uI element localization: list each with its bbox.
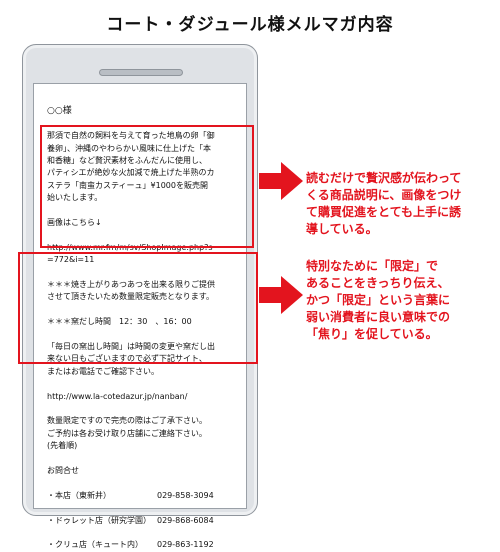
body-line: パティシエが絶妙な火加減で焼上げた半熟のカ <box>47 168 215 178</box>
shop-row: ・クリュ店（キュート内） 029-863-1192 <box>47 539 239 551</box>
body-line: 始いたします。 <box>47 193 103 203</box>
page-title: コート・ダジュール様メルマガ内容 <box>106 15 394 35</box>
limited-line: させて頂きたいため数量限定販売となります。 <box>47 292 214 302</box>
annotation-line: 特別なために「限定」で <box>306 259 439 273</box>
shop-row: ・ドゥレット店（研究学園） 029-868-6084 <box>47 515 239 527</box>
annotation-line: 導している。 <box>306 222 378 236</box>
annotation-line: くる商品説明に、画像をつけ <box>306 188 462 202</box>
annotation-limited: 特別なために「限定」で あることをきっちり伝え、 かつ「限定」という言葉に 弱い… <box>306 258 450 343</box>
phone-speaker <box>99 69 183 76</box>
image-intro: 画像はこちら↓ <box>47 218 102 228</box>
shop-phone[interactable]: 029-858-3094 <box>157 490 214 500</box>
shop-name: ・クリュ店（キュート内） <box>47 540 143 550</box>
greeting: ○○様 <box>47 106 72 117</box>
highlight-box-limited <box>18 252 258 364</box>
annotation-line: かつ「限定」という言葉に <box>306 293 451 307</box>
arrow-right-icon <box>259 276 303 314</box>
closing-line: 数量限定ですので完売の際はご了承下さい。 <box>47 416 207 426</box>
notice-line: 「毎日の窯出し時間」は時間の変更や窯だし出 <box>47 342 215 352</box>
annotation-line: て購買促進をとても上手に誘 <box>306 205 462 219</box>
limited-line: ＊＊＊焼き上がりあつあつを出来る限りご提供 <box>47 280 215 290</box>
notice-line: 来ない日もございますので必ず下記サイト、 <box>47 354 207 364</box>
site-link[interactable]: http://www.la-cotedazur.jp/nanban/ <box>47 391 188 401</box>
closing-line: ご予約は各お受け取り店舗にご連絡下さい。 <box>47 428 207 438</box>
arrow-right-icon <box>259 162 303 200</box>
body-line: 養卵」、沖縄のやわらかい風味に仕上げた「本 <box>47 143 211 153</box>
annotation-product: 読むだけで贅沢感が伝わって くる商品説明に、画像をつけ て購買促進をとても上手に… <box>306 170 461 238</box>
body-line: 那須で自然の飼料を与えて育った地鳥の卵「御 <box>47 131 215 141</box>
phone-mockup: ○○様 那須で自然の飼料を与えて育った地鳥の卵「御 養卵」、沖縄のやわらかい風味… <box>22 44 258 549</box>
annotation-line: 弱い消費者に良い意味での <box>306 310 451 324</box>
annotation-line: 読むだけで贅沢感が伝わって <box>306 171 462 185</box>
contact-heading: お問合せ <box>47 466 79 476</box>
highlight-box-product <box>40 125 254 248</box>
body-line: 和香糖」など贅沢素材をふんだんに使用し、 <box>47 156 207 165</box>
annotation-line: あることをきっちり伝え、 <box>306 276 450 290</box>
shop-row: ・本店（東新井） 029-858-3094 <box>47 490 239 502</box>
body-line: ステラ「南蛮カスティーュ」¥1000を販売開 <box>47 180 208 190</box>
shop-name: ・本店（東新井） <box>47 490 111 500</box>
schedule: ＊＊＊窯だし時間 12：30 、16：00 <box>47 317 192 327</box>
closing-line: (先着順) <box>47 441 78 451</box>
image-link[interactable]: =772&i=11 <box>47 255 95 265</box>
shop-name: ・ドゥレット店（研究学園） <box>47 515 151 525</box>
phone-screen: ○○様 那須で自然の飼料を与えて育った地鳥の卵「御 養卵」、沖縄のやわらかい風味… <box>33 83 247 549</box>
shop-phone[interactable]: 029-868-6084 <box>157 515 214 525</box>
notice-line: またはお電話でご確認下さい。 <box>47 366 159 376</box>
shop-phone[interactable]: 029-863-1192 <box>157 540 214 550</box>
annotation-line: 「焦り」を促している。 <box>306 327 438 341</box>
